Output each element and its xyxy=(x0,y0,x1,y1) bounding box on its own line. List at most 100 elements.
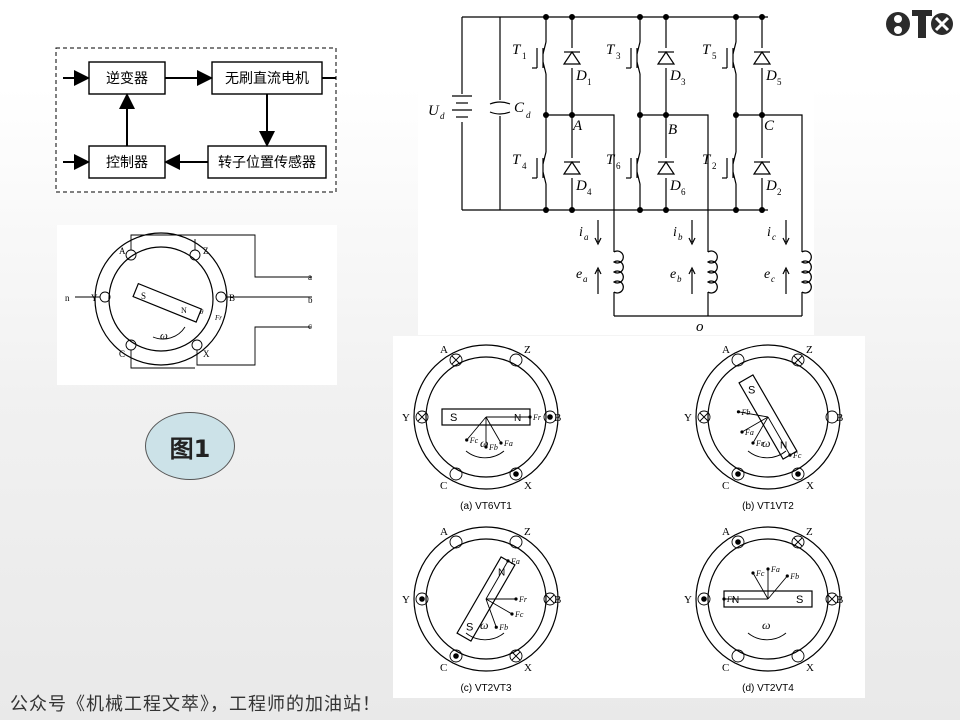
output-c-label: c xyxy=(308,321,312,331)
slot-marker xyxy=(791,467,805,481)
stator-outer-ring xyxy=(695,526,841,672)
transistor-label: T xyxy=(606,152,616,168)
junction-dot xyxy=(759,207,765,213)
sensor-label: 转子位置传感器 xyxy=(218,154,316,171)
junction-dot xyxy=(543,14,549,20)
phase-coil xyxy=(612,250,624,294)
transistor-label: T xyxy=(512,42,522,58)
diode-sub: 5 xyxy=(777,77,782,87)
force-vector xyxy=(767,575,788,600)
diode-sub: 4 xyxy=(587,187,592,197)
stator-inner-ring xyxy=(707,538,829,660)
sensor-block xyxy=(207,145,327,179)
phase-b-label: B xyxy=(668,122,677,138)
diode xyxy=(656,50,676,65)
junction-dot xyxy=(733,14,739,20)
block-diagram-panel: 逆变器 无刷直流电机 控制器 转子位置传感器 xyxy=(55,47,337,193)
diode xyxy=(656,160,676,175)
emf-sub: c xyxy=(771,274,775,284)
rotor-n-label: N xyxy=(780,441,787,452)
terminal-label: B xyxy=(554,412,561,424)
transistor-sub: 2 xyxy=(712,161,717,171)
emf-label: e xyxy=(576,267,582,282)
state-caption: (b) VT1VT2 xyxy=(742,501,794,512)
terminal-label: Y xyxy=(402,412,410,424)
stator-outer-ring xyxy=(94,232,228,366)
force-label: Fc xyxy=(792,451,802,460)
force-label: Fr xyxy=(518,595,528,604)
slot-marker xyxy=(509,535,523,549)
terminal-label: X xyxy=(806,480,814,492)
terminal-label: A xyxy=(440,526,448,538)
diode xyxy=(562,50,582,65)
junction-dot xyxy=(733,112,739,118)
slot-marker xyxy=(509,649,523,663)
transistor-label: T xyxy=(512,152,522,168)
diode-label: D xyxy=(575,68,587,84)
stator-inner-ring xyxy=(707,356,829,478)
slot-marker xyxy=(543,410,557,424)
terminal-label: X xyxy=(203,349,210,359)
terminal-label: C xyxy=(119,349,125,359)
terminal-label: A xyxy=(119,246,126,256)
junction-dot xyxy=(543,207,549,213)
current-label: i xyxy=(767,225,771,240)
slot-marker xyxy=(731,353,745,367)
transistor-sub: 1 xyxy=(522,51,527,61)
phase-c-label: C xyxy=(764,118,775,134)
stator-inner-ring xyxy=(425,356,547,478)
force-vector xyxy=(466,416,487,441)
slot-marker xyxy=(825,592,839,606)
rotor-s-label: S xyxy=(796,594,803,606)
terminal-label: A xyxy=(722,526,730,538)
force-label: Fa xyxy=(510,557,520,566)
force-label: Fc xyxy=(514,610,524,619)
transistor-sub: 6 xyxy=(616,161,621,171)
inverter-label: 逆变器 xyxy=(106,71,148,87)
slot-x xyxy=(191,339,203,351)
terminal-label: B xyxy=(836,594,843,606)
terminal-label: C xyxy=(440,480,447,492)
figure-badge: 图1 xyxy=(145,412,235,480)
terminal-label: B xyxy=(229,293,235,303)
phase-output-wire xyxy=(572,114,615,252)
slot-marker xyxy=(731,467,745,481)
diode-sub: 2 xyxy=(777,187,782,197)
rotation-arrow xyxy=(152,326,186,340)
phase-a-label: A xyxy=(572,118,583,134)
terminal-label: C xyxy=(722,480,729,492)
terminal-label: Y xyxy=(684,412,692,424)
junction-dot xyxy=(637,14,643,20)
junction-dot xyxy=(569,14,575,20)
phase-output-wire xyxy=(666,114,709,252)
terminal-label: C xyxy=(722,662,729,674)
phase-coil xyxy=(706,250,718,294)
slot-marker xyxy=(791,649,805,663)
force-label: Fa xyxy=(744,428,754,437)
force-label: Fb xyxy=(488,443,498,452)
terminal-label: Z xyxy=(806,526,813,538)
force-vector xyxy=(485,598,497,628)
gear-logo xyxy=(886,10,953,38)
transistor-sub: 4 xyxy=(522,161,527,171)
diode-label: D xyxy=(669,68,681,84)
force-label: Fc xyxy=(469,436,479,445)
diode-label: D xyxy=(765,178,777,194)
transistor-label: T xyxy=(702,42,712,58)
diode xyxy=(752,50,772,65)
current-sub: b xyxy=(678,232,683,242)
stator-diagram-panel: A Z Y B C X n a b c S N θ Fr ω xyxy=(57,225,337,385)
state-caption: (a) VT6VT1 xyxy=(460,501,512,512)
stator-outer-ring xyxy=(413,344,559,490)
junction-dot xyxy=(569,207,575,213)
block-diagram: 逆变器 无刷直流电机 控制器 转子位置传感器 xyxy=(55,47,337,193)
terminal-label: X xyxy=(524,662,532,674)
current-sub: c xyxy=(772,232,776,242)
transistor-sub: 5 xyxy=(712,51,717,61)
state-caption: (d) VT2VT4 xyxy=(742,683,794,694)
stator-outer-ring xyxy=(695,344,841,490)
dashed-boundary xyxy=(55,47,337,193)
